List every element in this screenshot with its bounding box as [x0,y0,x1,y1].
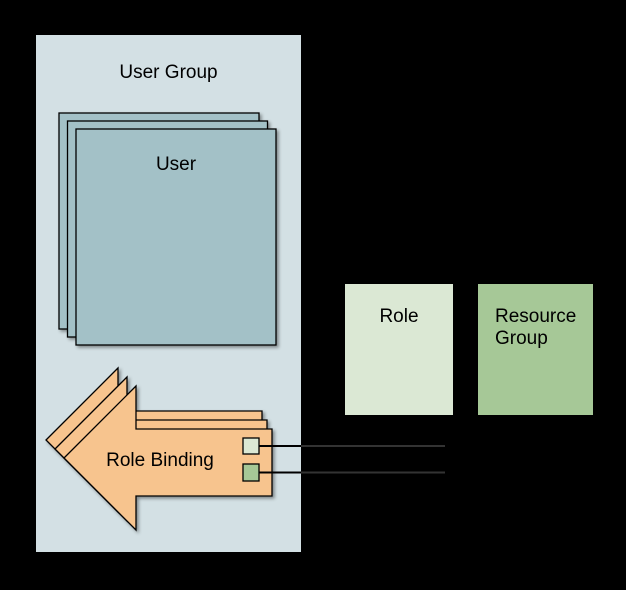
resource-group-node: Resource Group [478,284,593,415]
user-label: User [156,154,197,175]
role-binding-label: Role Binding [106,450,214,471]
resource-group-label-line2: Group [495,328,548,349]
role-binding-stack: Role Binding [45,366,273,532]
role-label: Role [379,306,418,327]
user-card-front [75,128,277,346]
resource-group-box [478,284,593,415]
connectors [259,445,445,474]
role-binding-arrow-front [63,384,273,532]
resource-group-port [242,463,260,482]
resource-group-label: Resource Group [495,306,582,349]
role-node: Role [345,284,453,415]
user-stack: User [58,112,277,346]
role-port [242,437,260,455]
role-box [345,284,453,415]
resource-group-label-line1: Resource [495,306,576,327]
user-group-label: User Group [119,62,217,83]
